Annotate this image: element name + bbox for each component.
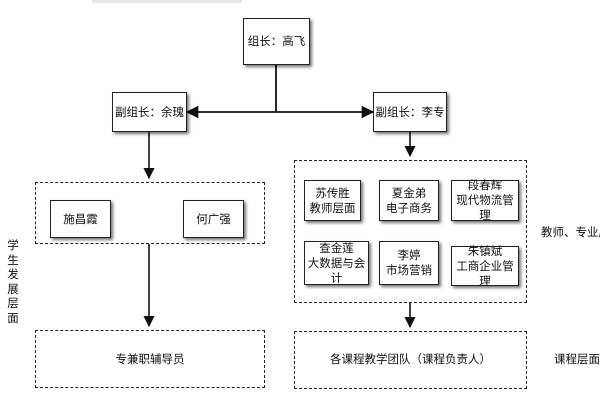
teacher-dept: 工商企业管理 — [456, 258, 514, 288]
teacher-box: 段春辉现代物流管理 — [451, 178, 519, 222]
student-member-box: 何广强 — [183, 200, 244, 238]
teacher-name: 李婷 — [397, 248, 421, 262]
teacher-group-frame — [294, 160, 527, 303]
student-member-box: 施昌霞 — [50, 200, 111, 238]
teacher-name: 查金莲 — [319, 240, 354, 255]
teacher-box: 夏金弟电子商务 — [379, 180, 439, 221]
course-level-label: 课程层面 — [554, 352, 600, 366]
leader-box: 组长：高飞 — [243, 18, 310, 65]
student-member-name: 何广强 — [196, 211, 231, 226]
teacher-dept: 教师层面 — [309, 200, 356, 215]
teacher-name: 段春辉 — [467, 178, 503, 192]
deputy-left-label: 副组长：余瑰 — [115, 104, 184, 119]
deputy-right-label: 副组长：李专 — [375, 104, 445, 119]
student-member-name: 施昌霞 — [63, 211, 98, 226]
cropped-top-edge — [92, 0, 242, 3]
counselor-frame — [35, 330, 265, 388]
deputy-left-box: 副组长：余瑰 — [112, 92, 187, 132]
teacher-dept: 市场营销 — [386, 263, 432, 277]
teacher-dept: 电子商务 — [386, 200, 432, 215]
course-team-label: 各课程教学团队（课程负责人） — [330, 352, 491, 366]
teacher-name: 朱镇斌 — [467, 243, 503, 258]
counselor-label: 专兼职辅导员 — [115, 352, 185, 366]
student-group-frame — [35, 182, 265, 244]
teacher-box: 朱镇斌工商企业管理 — [451, 243, 519, 288]
teacher-dept: 现代物流管理 — [456, 193, 514, 222]
teacher-box: 李婷市场营销 — [379, 241, 439, 285]
leader-label: 组长：高飞 — [247, 34, 306, 48]
course-team-frame — [294, 331, 527, 389]
student-level-label: 学生发展层面 — [7, 238, 19, 325]
teacher-level-label: 教师、专业层面 — [541, 225, 600, 239]
deputy-right-box: 副组长：李专 — [373, 92, 447, 132]
teacher-box: 苏传胜教师层面 — [304, 180, 361, 221]
teacher-dept: 大数据与会计 — [307, 255, 366, 285]
teacher-box: 查金莲大数据与会计 — [304, 241, 369, 285]
teacher-name: 苏传胜 — [315, 185, 350, 200]
teacher-name: 夏金弟 — [391, 185, 427, 200]
